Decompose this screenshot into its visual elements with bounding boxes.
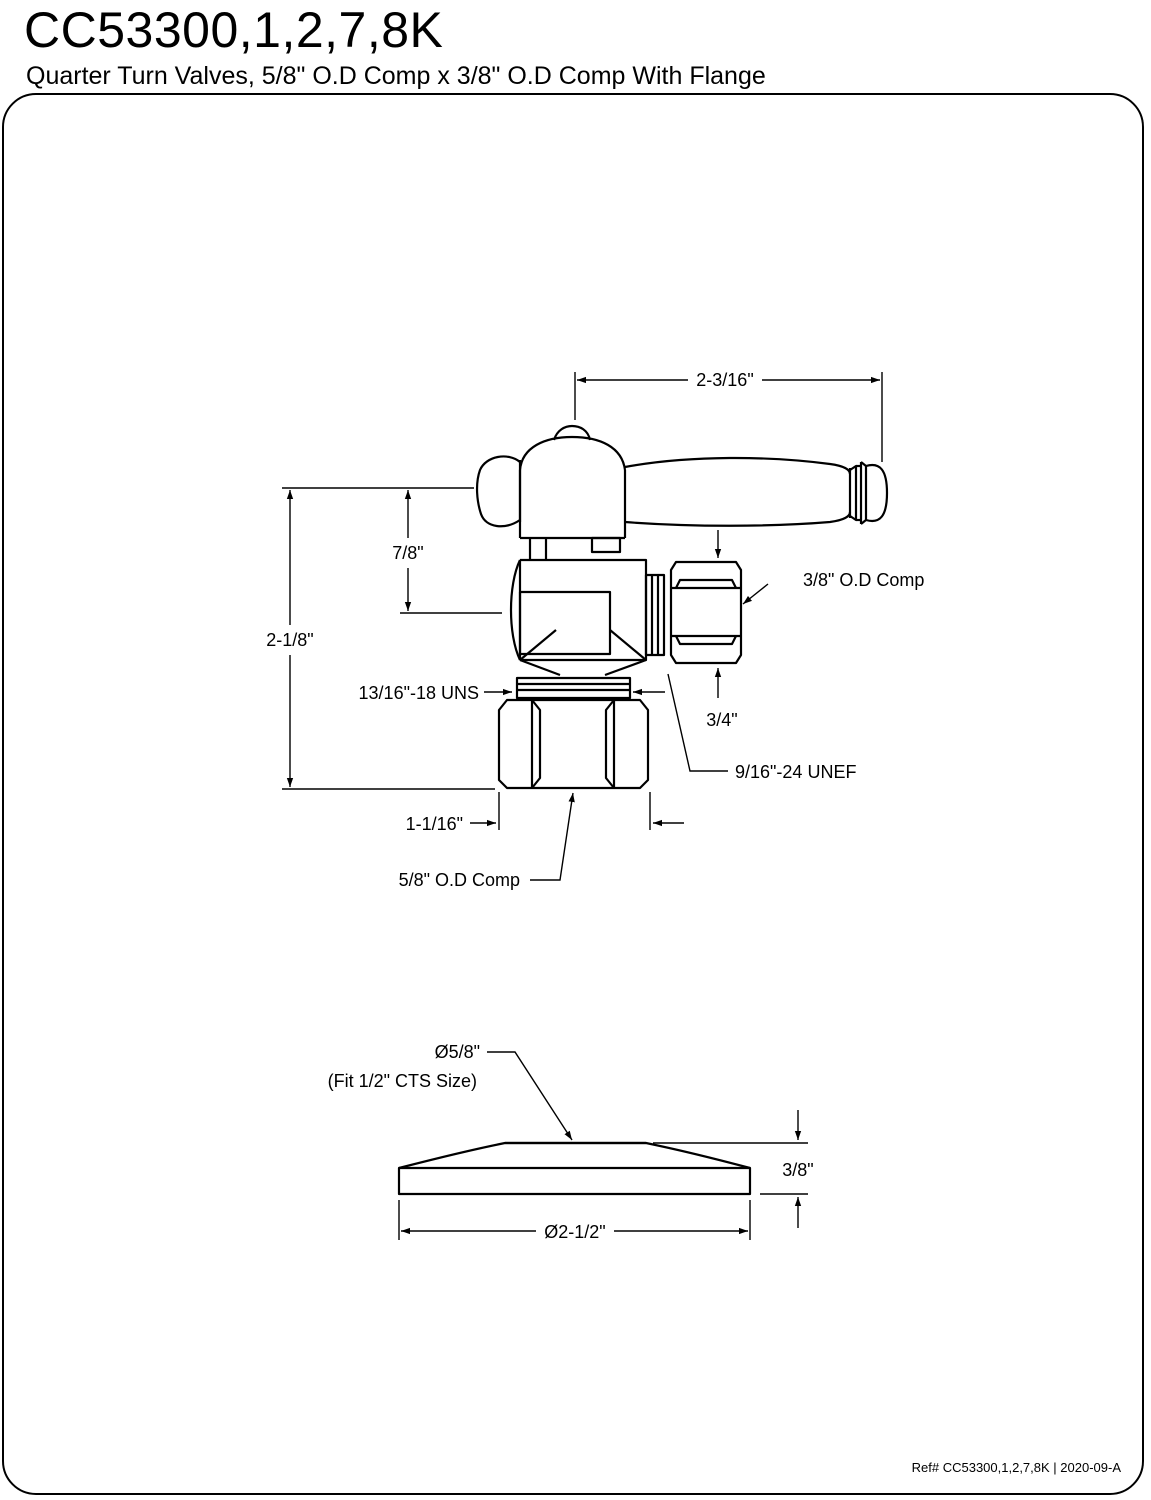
dim-flange-height: 3/8" — [782, 1160, 813, 1180]
dim-flange-bore: Ø5/8" — [435, 1042, 480, 1062]
valve-dimension-labels: 2-3/16" 7/8" 2-1/8" 3/8" O.D Comp 3/4" 1… — [266, 370, 924, 890]
dim-handle-span: 2-3/16" — [696, 370, 753, 390]
dim-outlet-comp: 3/8" O.D Comp — [803, 570, 924, 590]
model-title: CC53300,1,2,7,8K — [24, 2, 444, 58]
product-description: Quarter Turn Valves, 5/8" O.D Comp x 3/8… — [26, 62, 766, 90]
reference-note: Ref# CC53300,1,2,7,8K | 2020-09-A — [911, 1460, 1121, 1475]
dim-flange-bore-note: (Fit 1/2" CTS Size) — [328, 1071, 477, 1091]
dim-overall-height: 2-1/8" — [266, 630, 313, 650]
drawing-frame — [2, 93, 1144, 1495]
valve-outline — [475, 424, 889, 790]
dim-outlet-thread: 9/16"-24 UNEF — [735, 762, 856, 782]
flange-dimension-labels: Ø5/8" (Fit 1/2" CTS Size) 3/8" Ø2-1/2" — [328, 1042, 814, 1242]
dim-flange-diameter: Ø2-1/2" — [544, 1222, 605, 1242]
flange-dimension-lines — [398, 1051, 808, 1240]
valve-dimension-lines — [282, 372, 883, 881]
dim-inlet-thread: 13/16"-18 UNS — [359, 683, 479, 703]
dim-inlet-nut: 1-1/16" — [406, 814, 463, 834]
dim-stem-height: 7/8" — [392, 543, 423, 563]
flange-outline — [397, 1141, 752, 1196]
dim-outlet-nut: 3/4" — [706, 710, 737, 730]
dim-inlet-comp: 5/8" O.D Comp — [399, 870, 520, 890]
